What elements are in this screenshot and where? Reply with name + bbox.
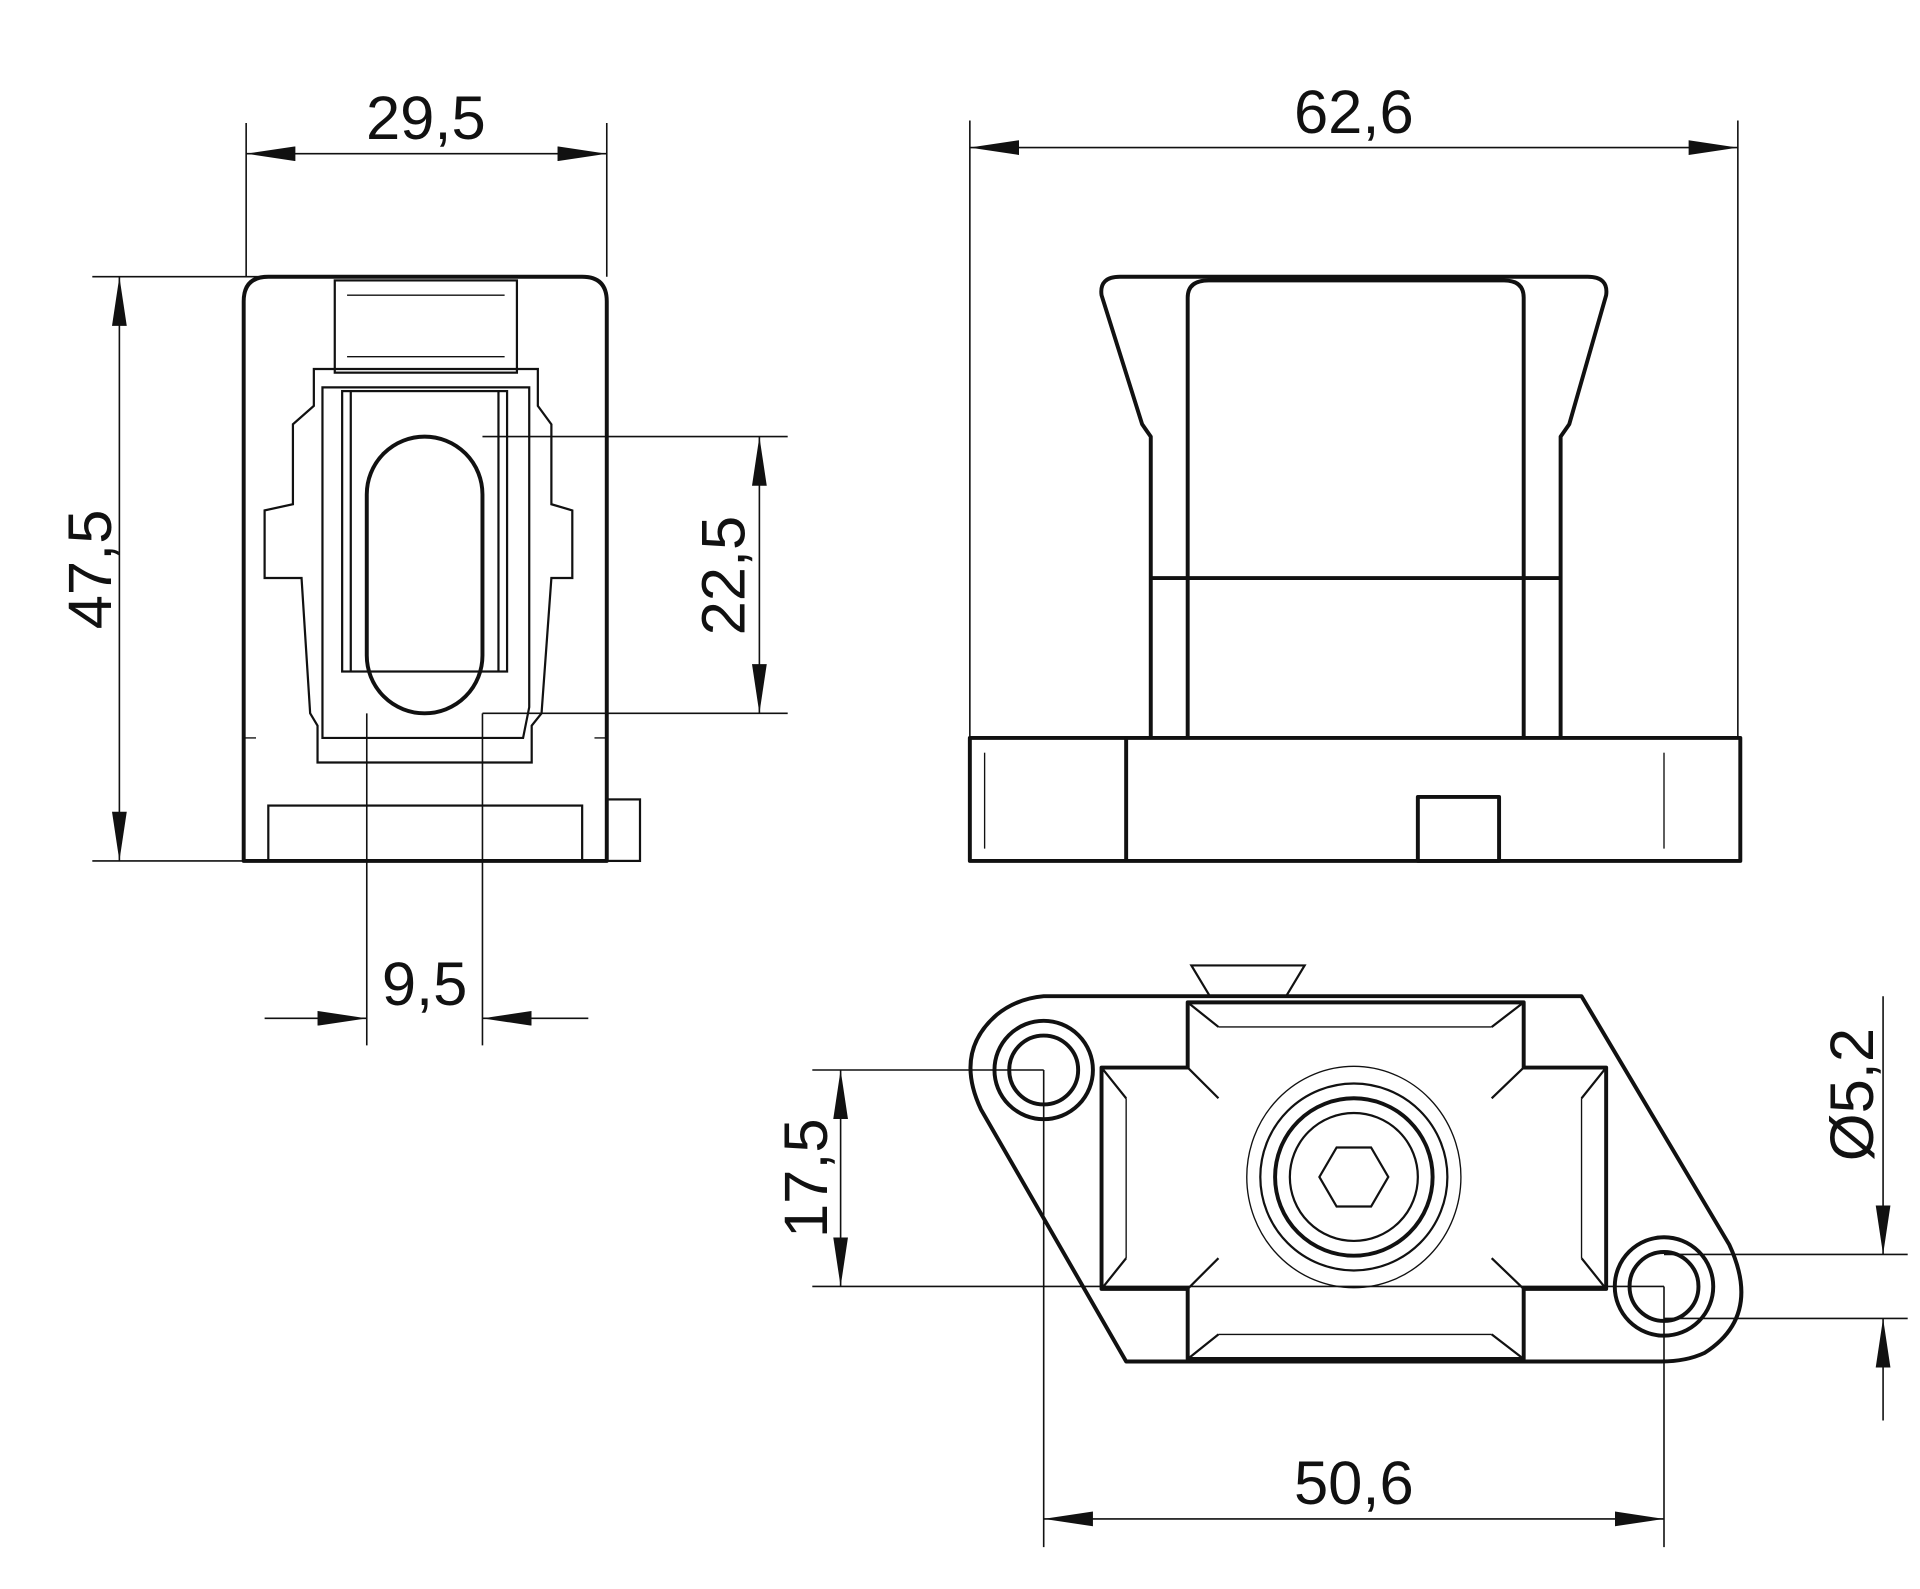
dim-width-section: 29,5 (366, 84, 486, 153)
dim-hole-diameter: Ø5,2 (1818, 1028, 1887, 1161)
base-recess (267, 804, 584, 863)
dim-width-front: 62,6 (1294, 78, 1414, 147)
front-view: 62,6 (967, 78, 1743, 863)
front-base (967, 735, 1743, 863)
inner-cavity (263, 367, 574, 764)
front-top-housing (1099, 274, 1609, 738)
dim-height-section: 47,5 (56, 510, 125, 630)
cross-body (1099, 1000, 1609, 1361)
oval-slot (364, 434, 485, 716)
clamp-tab (1189, 964, 1307, 998)
dim-hole-spacing-x: 50,6 (1294, 1449, 1414, 1518)
upper-bore (333, 279, 519, 374)
dim-hole-spacing-y: 17,5 (772, 1118, 841, 1238)
side-lug (605, 798, 642, 863)
front-notch (1415, 794, 1502, 863)
mounting-flange (968, 994, 1744, 1364)
section-body-hatched (241, 274, 609, 863)
section-view: 29,5 47,5 22,5 9,5 (56, 84, 788, 1046)
insert-body-hatched (321, 386, 531, 740)
top-view: 17,5 50,6 Ø5,2 (772, 964, 1908, 1548)
dim-slot-width: 9,5 (382, 950, 468, 1019)
hex-socket-icon (1318, 1146, 1390, 1208)
screw-head (1259, 1082, 1449, 1272)
dim-slot-height: 22,5 (690, 516, 759, 636)
